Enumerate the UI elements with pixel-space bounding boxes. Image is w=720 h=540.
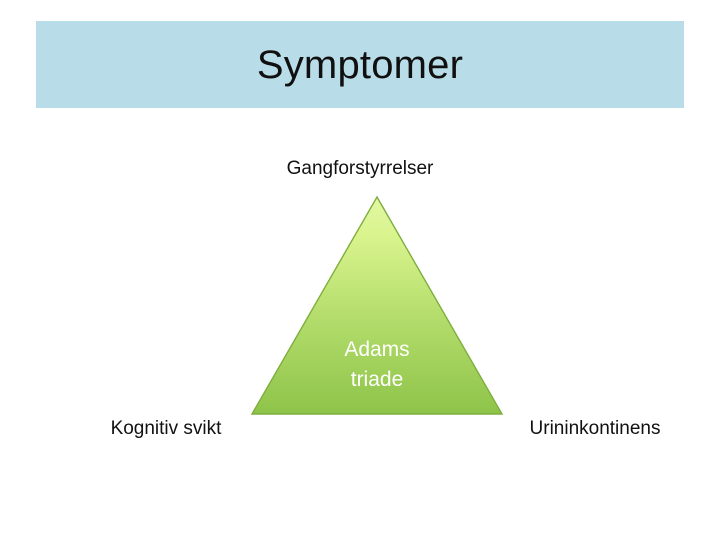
triangle-polygon [250, 195, 504, 415]
vertex-label-bottom-left: Kognitiv svikt [46, 418, 286, 441]
vertex-label-bottom-right: Urininkontinens [475, 418, 715, 441]
triad-diagram: Gangforstyrrelser Adams triade Kog [0, 108, 720, 540]
vertex-label-bottom-right-text: Urininkontinens [529, 418, 661, 439]
vertex-label-bottom-left-text: Kognitiv svikt [110, 418, 222, 439]
triangle-shape [246, 191, 508, 419]
triangle-svg [250, 195, 504, 415]
vertex-label-top: Gangforstyrrelser [0, 158, 720, 181]
vertex-label-top-text: Gangforstyrrelser [286, 158, 434, 179]
title-bar: Symptomer [36, 21, 684, 108]
page-title: Symptomer [256, 42, 464, 87]
